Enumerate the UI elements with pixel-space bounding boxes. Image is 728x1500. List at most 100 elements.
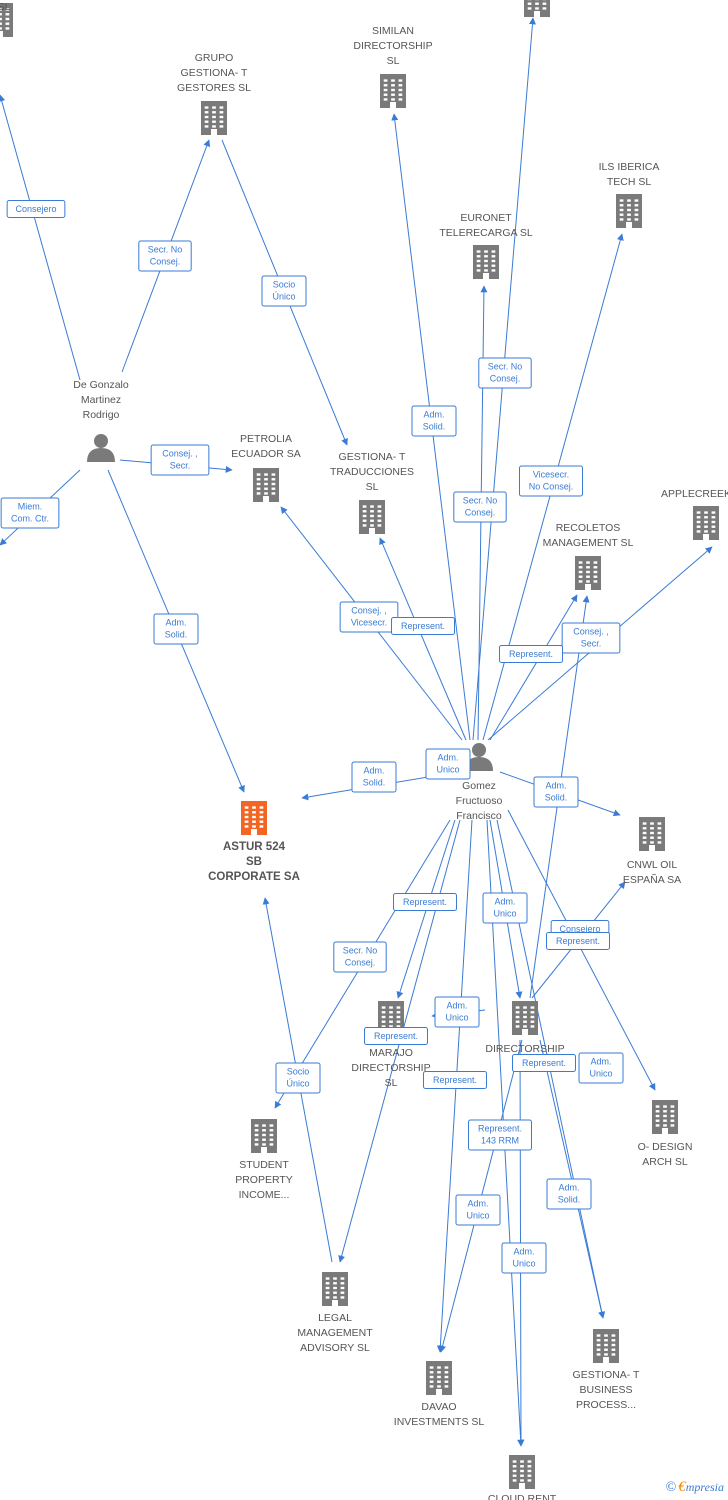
edge-label-box[interactable]: Represent. — [391, 617, 455, 635]
edge-label-box[interactable]: Vicesecr.No Consej. — [519, 465, 583, 497]
edge-label-box[interactable]: Adm. Solid. — [411, 405, 457, 437]
edge-label-text: Único — [286, 1079, 309, 1089]
building-icon — [380, 74, 406, 108]
node-label-degonzalo: Martinez — [81, 394, 121, 406]
edge-label-box[interactable]: Consej. , Secr. — [561, 622, 621, 654]
node-business[interactable]: GESTIONA- TBUSINESSPROCESS... — [573, 1329, 640, 1411]
edge-label-text: Secr. — [581, 639, 602, 649]
edge-label-text: Adm. — [423, 410, 444, 420]
edge-label-text: Unico — [589, 1069, 612, 1079]
edge-label-box[interactable]: Consej. ,Secr. — [150, 444, 210, 476]
edge-label-text: Adm. — [590, 1057, 611, 1067]
edge-label-box[interactable]: Represent. — [423, 1071, 487, 1089]
node-student[interactable]: STUDENTPROPERTYINCOME... — [235, 1119, 293, 1201]
node-ils[interactable]: ILS IBERICA TECH SL — [599, 161, 660, 228]
edge-label-box[interactable]: Adm.Unico — [455, 1194, 501, 1226]
edge-label-text: Consejero — [15, 204, 56, 214]
edge-label-text: Adm. — [545, 781, 566, 791]
edge-label-box[interactable]: Adm. Unico — [578, 1052, 624, 1084]
edge-label-text: Consejero — [559, 924, 600, 934]
edge-label-box[interactable]: Represent. — [393, 893, 457, 911]
node-label-legal: LEGAL — [318, 1312, 352, 1324]
edge-gomez-traducciones — [379, 537, 467, 741]
edge-label-text: Consej. , — [351, 606, 387, 616]
brand-name: mpresia — [685, 1480, 724, 1494]
node-label-recoletos: RECOLETOS — [556, 522, 621, 534]
edge-label-box[interactable]: Adm.Unico — [425, 748, 471, 780]
edge-label-text: Solid. — [165, 630, 188, 640]
node-label-business: PROCESS... — [576, 1399, 636, 1411]
building-icon — [473, 245, 499, 279]
edge-label-text: Represent. — [522, 1058, 566, 1068]
edge-label-text: Represent. — [374, 1031, 418, 1041]
edge-label-box[interactable]: Adm.Solid. — [546, 1178, 592, 1210]
node-label-cloud: CLOUD RENT — [488, 1493, 557, 1500]
node-similan[interactable]: SIMILAN DIRECTORSHIP SL — [353, 25, 433, 108]
edge-label-text: Solid. — [423, 422, 446, 432]
node-label-astur: CORPORATE SA — [208, 871, 300, 883]
node-label-ils: ILS IBERICA — [599, 161, 660, 173]
node-label-odesign: ARCH SL — [642, 1156, 688, 1168]
person-icon — [465, 743, 493, 771]
edge-label-box[interactable]: Represent.143 RRM — [468, 1119, 532, 1151]
edge-label-box[interactable]: Represent. — [546, 932, 610, 950]
node-label-ils: TECH SL — [607, 176, 652, 188]
node-label-cib: DIRECTORSHIP — [485, 1043, 564, 1055]
node-label-traducciones: GESTIONA- T — [339, 451, 406, 463]
node-label-similan: DIRECTORSHIP — [353, 40, 432, 52]
node-cloud[interactable]: CLOUD RENT — [488, 1455, 557, 1500]
building-icon — [253, 468, 279, 502]
edge-label-text: Solid. — [558, 1195, 581, 1205]
edge-label-box[interactable]: Represent. — [512, 1054, 576, 1072]
node-label-similan: SL — [387, 55, 400, 67]
edge-label-text: Consej. , — [573, 627, 609, 637]
building-icon — [0, 3, 13, 37]
edge-label-box[interactable]: Represent. — [499, 645, 563, 663]
node-applecreek[interactable]: APPLECREEK — [661, 488, 728, 540]
edge-label-text: Adm. — [446, 1001, 467, 1011]
edge-label-box[interactable]: Adm.Solid. — [351, 761, 397, 793]
edge-label-box[interactable]: Adm.Solid. — [533, 776, 579, 808]
edge-label-box[interactable]: Consejero — [6, 200, 66, 218]
building-icon — [616, 194, 642, 228]
edge-label-box[interactable]: Miem.Com. Ctr. — [0, 497, 60, 529]
node-label-marajo: DIRECTORSHIP — [351, 1062, 430, 1074]
edge-degonzalo-consejero — [0, 94, 81, 381]
node-label-petrolia: ECUADOR SA — [231, 448, 300, 460]
edge-label-box[interactable]: Adm.Solid. — [153, 613, 199, 645]
node-label-astur: SB — [246, 856, 262, 868]
person-icon — [87, 434, 115, 462]
edge-label-box[interactable]: Adm.Unico — [434, 996, 480, 1028]
node-label-similan: SIMILAN — [372, 25, 414, 37]
edge-label-box[interactable]: Consej. ,Vicesecr. — [339, 601, 399, 633]
edge-label-box[interactable]: Adm.Unico — [482, 892, 528, 924]
edge-label-box[interactable]: Adm.Unico — [501, 1242, 547, 1274]
building-icon — [524, 0, 550, 17]
node-label-gomez: Fructuoso — [456, 795, 503, 807]
edge-label-text: Adm. — [513, 1247, 534, 1257]
node-topcut[interactable] — [524, 0, 550, 17]
node-topleft[interactable]: SL — [0, 1, 13, 37]
edge-label-box[interactable]: Represent. — [364, 1027, 428, 1045]
node-label-student: STUDENT — [239, 1159, 289, 1171]
edge-label-text: Consej. — [150, 257, 181, 267]
